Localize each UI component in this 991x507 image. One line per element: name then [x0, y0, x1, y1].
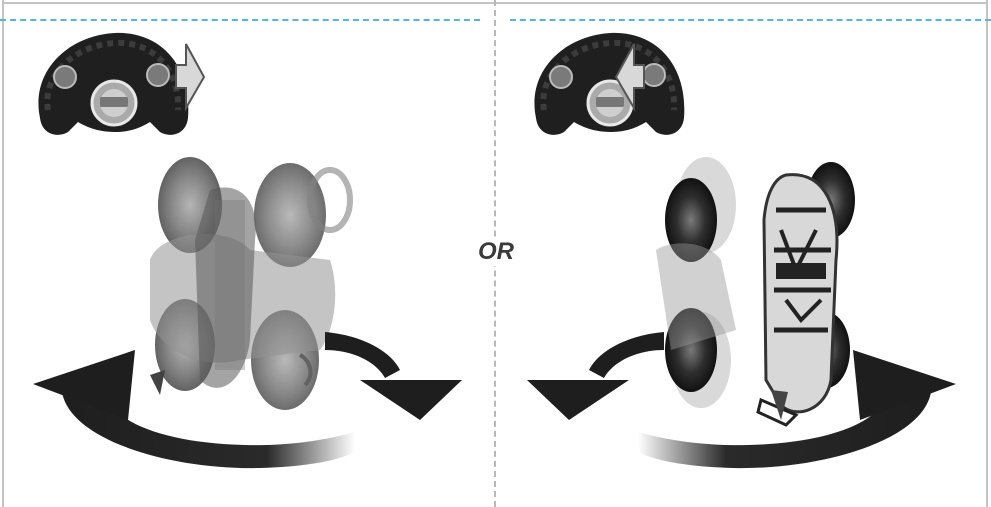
- left-panel: [0, 0, 494, 507]
- left-panel-illustration: [0, 0, 494, 507]
- or-label: OR: [472, 238, 520, 266]
- right-panel-illustration: [496, 0, 991, 507]
- remote-controller-icon: [38, 33, 188, 135]
- spinning-car-icon: [656, 157, 855, 425]
- spinning-car-icon: [150, 157, 350, 410]
- right-panel: [496, 0, 991, 507]
- counterclockwise-arrow-icon: [527, 332, 956, 468]
- remote-controller-icon: [534, 33, 684, 135]
